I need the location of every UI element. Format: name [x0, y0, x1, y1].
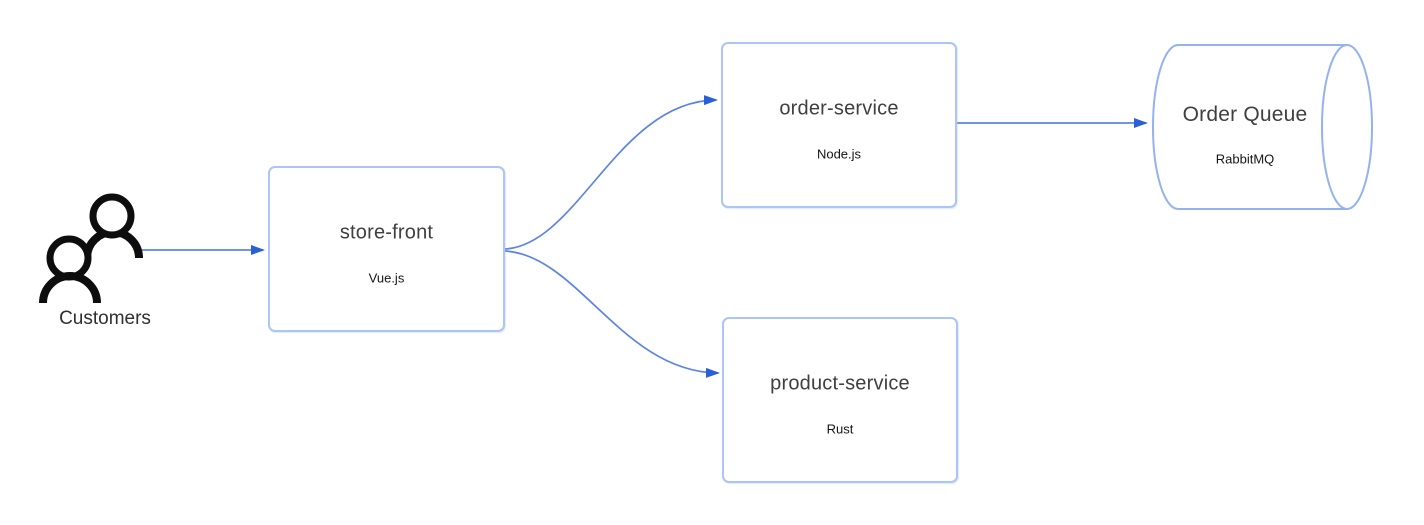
node-order-service-label: order-service — [779, 97, 899, 120]
node-product-service: product-service Rust — [722, 317, 958, 483]
order-queue-cylinder — [1152, 44, 1373, 210]
edge-store-front-to-order-service — [504, 95, 718, 250]
node-store-front-tech: Vue.js — [368, 270, 405, 286]
node-product-service-label: product-service — [770, 372, 910, 395]
people-icon — [39, 193, 143, 304]
node-order-queue: Order Queue RabbitMQ — [1157, 44, 1333, 210]
node-store-front: store-front Vue.js — [268, 166, 505, 332]
node-product-service-tech: Rust — [826, 421, 854, 437]
node-order-service-tech: Node.js — [816, 146, 862, 162]
node-customers-label: Customers — [59, 308, 151, 329]
node-order-service: order-service Node.js — [721, 42, 957, 208]
node-store-front-label: store-front — [339, 221, 434, 244]
edge-store-front-to-product-service — [504, 250, 720, 378]
node-order-queue-tech: RabbitMQ — [1215, 151, 1275, 167]
node-order-queue-label: Order Queue — [1182, 103, 1308, 127]
